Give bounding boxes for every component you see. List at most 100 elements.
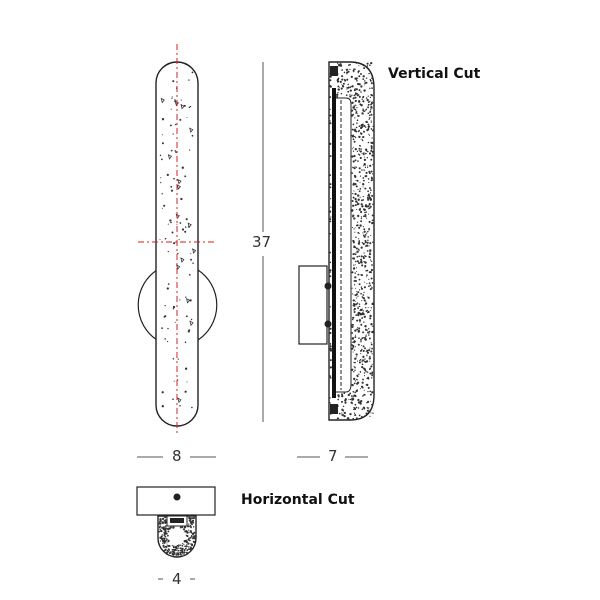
speckle-mark [329,114,332,117]
side-speckle-texture [329,61,374,420]
speckle-mark [360,246,363,249]
speckle-mark [353,68,356,71]
speckle-mark [354,246,357,249]
speckle-mark [359,311,361,314]
speckle-mark [359,313,362,316]
speckle-mark [360,255,363,258]
speckle-mark [166,287,169,290]
speckle-mark [371,173,374,175]
speckle-mark [330,206,332,208]
speckle-mark [372,325,374,327]
speckle-mark [369,393,372,396]
speckle-mark [329,306,332,308]
speckle-mark [185,539,188,542]
speckle-mark [164,535,167,538]
speckle-mark [361,381,364,384]
speckle-mark [164,304,166,307]
speckle-mark [176,548,178,550]
speckle-mark [367,141,370,144]
speckle-mark [371,302,374,305]
speckle-mark [186,535,189,538]
speckle-mark [351,293,353,295]
speckle-mark [357,221,359,223]
speckle-mark [167,550,170,553]
speckle-mark [366,250,369,252]
speckle-mark [362,78,365,80]
speckle-mark [363,230,366,233]
speckle-mark [352,166,354,169]
speckle-mark [172,80,175,83]
speckle-mark [351,347,354,350]
speckle-mark [357,72,360,74]
speckle-mark [343,85,345,88]
speckle-mark [329,376,332,379]
speckle-mark [369,372,372,375]
speckle-mark [186,381,188,383]
speckle-mark [364,241,367,244]
speckle-mark [365,149,368,152]
speckle-mark [329,345,332,348]
speckle-mark [366,276,368,278]
speckle-mark [329,271,331,273]
speckle-mark [363,286,366,289]
speckle-mark [360,220,363,223]
speckle-mark [166,542,168,544]
speckle-mark [172,358,175,360]
speckle-mark [341,69,343,71]
speckle-mark [361,386,364,389]
speckle-mark [359,207,361,210]
speckle-mark [329,327,332,330]
speckle-mark [166,540,168,542]
speckle-mark [360,85,363,88]
speckle-mark [343,414,346,418]
speckle-mark [342,414,344,416]
speckle-mark [371,264,373,266]
speckle-mark [160,535,163,538]
speckle-mark [366,409,369,412]
speckle-mark [360,216,363,218]
speckle-mark [165,537,167,539]
speckle-mark [191,532,193,534]
speckle-mark [372,125,374,127]
speckle-mark [181,526,184,528]
speckle-mark [349,68,351,71]
speckle-mark [356,107,358,109]
speckle-mark [361,112,364,115]
speckle-mark [362,345,365,348]
speckle-mark [329,75,332,78]
speckle-mark [366,121,369,123]
speckle-mark [160,97,165,104]
speckle-mark [354,260,357,263]
speckle-mark [356,382,359,385]
speckle-mark [171,544,173,546]
speckle-mark [372,412,374,414]
speckle-mark [371,221,374,225]
speckle-mark [162,517,165,520]
speckle-mark [359,181,361,183]
speckle-mark [370,323,373,326]
speckle-mark [167,250,169,253]
speckle-mark [365,109,367,111]
speckle-mark [164,526,166,528]
speckle-mark [360,353,362,355]
speckle-mark [357,306,359,308]
speckle-mark [370,113,373,116]
speckle-mark [161,207,163,209]
speckle-mark [351,271,354,274]
speckle-mark [329,349,333,352]
speckle-mark [359,224,362,227]
speckle-mark [352,351,354,353]
speckle-mark [362,136,364,138]
speckle-mark [361,169,363,171]
speckle-mark [358,319,362,322]
speckle-mark [365,81,368,84]
speckle-mark [161,391,164,394]
speckle-mark [363,360,366,363]
speckle-mark [359,144,361,147]
speckle-mark [366,383,369,387]
speckle-mark [180,549,184,552]
speckle-mark [357,312,360,315]
speckle-mark [329,275,332,278]
speckle-mark [357,379,359,381]
speckle-mark [362,349,365,352]
